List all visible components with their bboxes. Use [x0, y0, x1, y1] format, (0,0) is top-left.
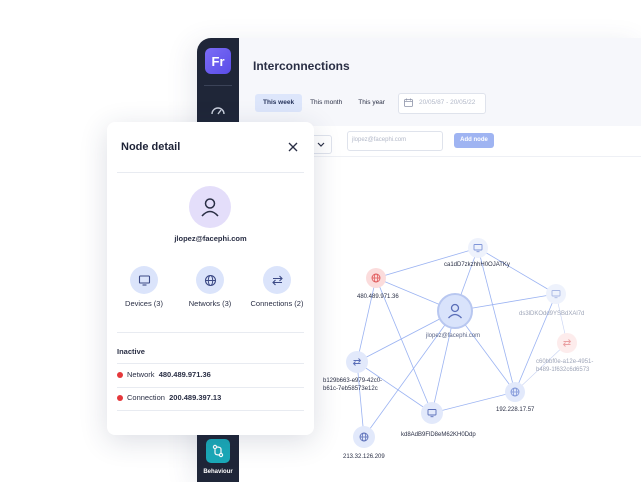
user-email: jlopez@facephi.com: [174, 234, 247, 243]
filter-dropdown[interactable]: [311, 135, 332, 154]
calendar-icon: [404, 98, 413, 107]
graph-node-network[interactable]: [505, 382, 525, 402]
graph-center-label: jlopez@facephi.com: [426, 333, 481, 339]
divider: [117, 410, 304, 411]
graph-node-label: ca1dD7zkzhhH0OJATKy: [444, 262, 510, 268]
close-icon[interactable]: [287, 141, 299, 153]
tab-this-week[interactable]: This week: [255, 94, 303, 112]
graph-node-user[interactable]: [437, 293, 473, 329]
graph-node-device[interactable]: [468, 238, 488, 258]
inactive-item-text: Connection 200.489.397.13: [127, 393, 221, 402]
inactive-item-text: Network 480.489.971.36: [127, 370, 211, 379]
avatar: [189, 186, 231, 228]
user-icon: [201, 198, 219, 217]
graph-node-device[interactable]: [546, 284, 566, 304]
page-title: Interconnections: [253, 59, 350, 73]
graph-node-network[interactable]: [353, 426, 375, 448]
graph-node-network-inactive[interactable]: [366, 268, 386, 288]
search-input[interactable]: jlopez@facephi.com: [347, 131, 443, 151]
divider: [117, 387, 304, 388]
inactive-item-value: 200.489.397.13: [169, 393, 222, 402]
node-detail-panel: Node detail jlopez@facephi.com Devices (…: [107, 122, 314, 435]
globe-icon: [359, 432, 369, 442]
inactive-item-network[interactable]: Network 480.489.971.36: [117, 366, 304, 386]
chevron-down-icon: [317, 142, 325, 147]
tab-this-month[interactable]: This month: [310, 99, 343, 106]
sidebar-item-behaviour[interactable]: Behaviour: [197, 435, 239, 479]
graph-node-label: ds3lDKOdd9YSBdXAl7d: [519, 311, 585, 317]
swap-arrows-icon: [263, 266, 291, 294]
search-value: jlopez@facephi.com: [352, 137, 407, 143]
graph-node-label: kd8AdB9FlD8eM62KH0Ddp: [401, 432, 476, 438]
divider: [117, 172, 304, 173]
graph-node-connection[interactable]: [346, 351, 368, 373]
graph-node-device[interactable]: [421, 402, 443, 424]
add-node-button[interactable]: Add node: [454, 133, 494, 148]
sidebar-item-label: Behaviour: [203, 469, 233, 475]
graph-node-label: b129b663-e979-42c0-b61c-7eb58573e12c: [323, 378, 383, 392]
dashboard-gauge-icon[interactable]: [211, 105, 225, 115]
graph-node-connection-inactive[interactable]: [557, 333, 577, 353]
swap-arrows-icon: [562, 339, 572, 347]
stat-label: Connections (2): [250, 299, 304, 308]
graph-node-label: 480.489.971.36: [357, 294, 399, 300]
user-icon: [448, 303, 462, 319]
stat-label: Networks (3): [188, 299, 232, 308]
tab-this-year[interactable]: This year: [358, 99, 385, 106]
stat-label: Devices (3): [125, 299, 163, 308]
monitor-icon: [427, 409, 437, 418]
graph-node-label: c60bbf0e-a12e-4951-b489-1f632c6d6573: [536, 359, 594, 373]
inactive-item-type: Connection: [127, 393, 165, 402]
sidebar-divider: [204, 85, 232, 86]
globe-icon: [510, 387, 520, 397]
panel-title: Node detail: [121, 141, 181, 153]
graph-node-label: 213.32.126.209: [343, 454, 385, 460]
inactive-item-value: 480.489.971.36: [158, 370, 211, 379]
date-range-value: 20/05/87 - 20/05/22: [419, 99, 476, 106]
swap-arrows-icon: [352, 358, 362, 366]
inactive-item-type: Network: [127, 370, 155, 379]
monitor-icon: [130, 266, 158, 294]
divider: [117, 363, 304, 364]
graph-node-label: 192.228.17.57: [496, 407, 535, 413]
date-range-field[interactable]: 20/05/87 - 20/05/22: [398, 93, 486, 114]
globe-icon: [196, 266, 224, 294]
divider: [117, 332, 304, 333]
monitor-icon: [551, 290, 561, 299]
inactive-section-title: Inactive: [117, 347, 145, 356]
monitor-icon: [473, 244, 483, 253]
inactive-item-connection[interactable]: Connection 200.489.397.13: [117, 389, 304, 409]
globe-icon: [371, 273, 381, 283]
period-tabs: This week This month This year: [255, 94, 393, 112]
status-dot: [117, 372, 123, 378]
app-logo[interactable]: Fr: [205, 48, 231, 74]
branch-icon: [206, 439, 230, 463]
page-header: Interconnections This week This month Th…: [239, 38, 641, 126]
status-dot: [117, 395, 123, 401]
